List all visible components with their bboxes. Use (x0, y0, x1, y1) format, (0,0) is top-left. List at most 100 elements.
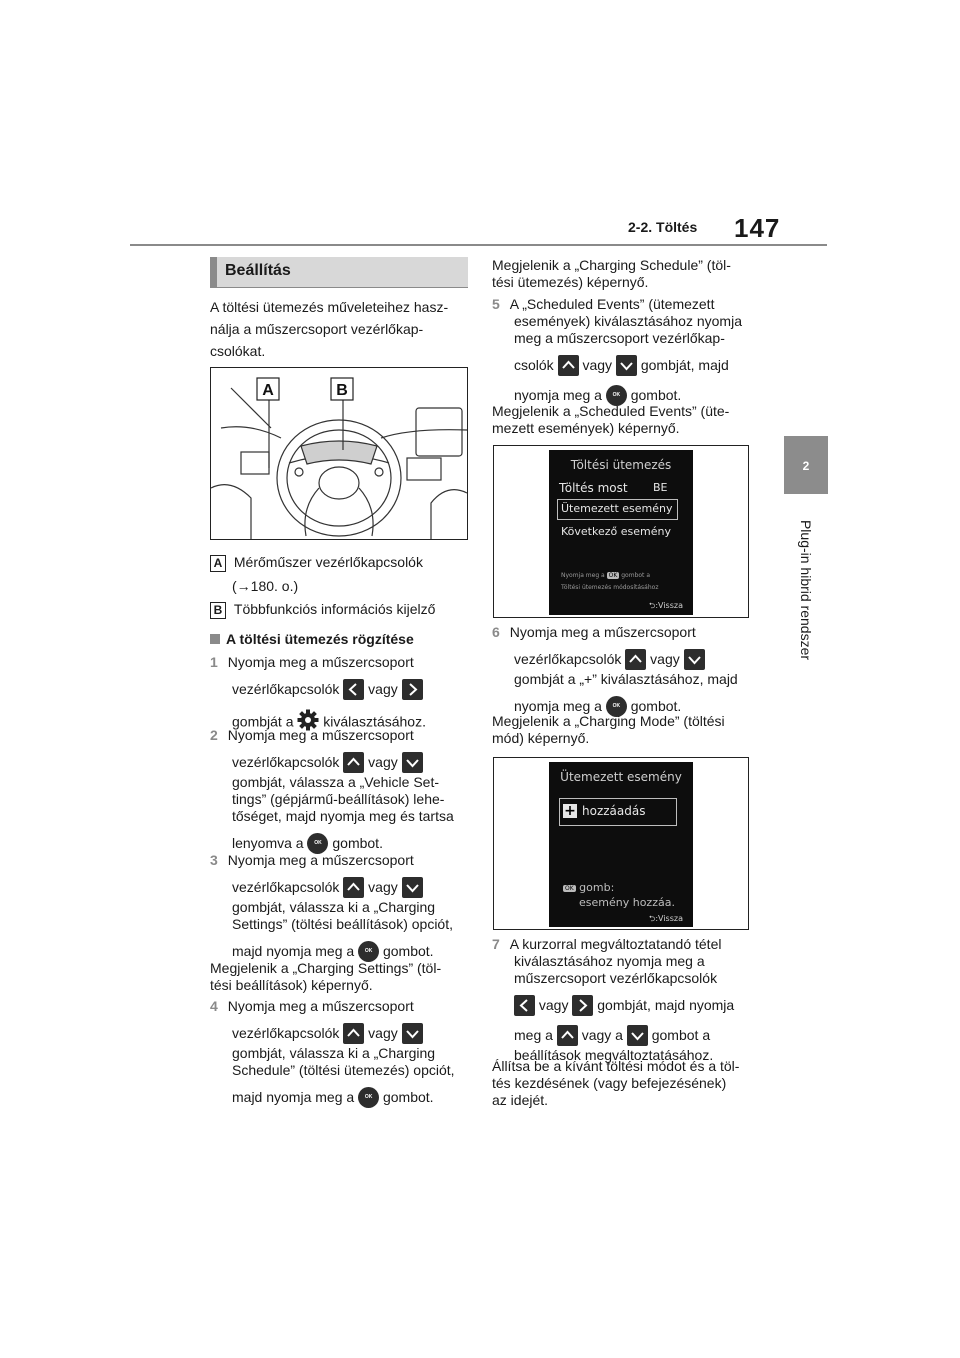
screen-hint-line-1: OK gomb: (563, 881, 614, 894)
page-number: 147 (734, 213, 781, 243)
step-text: Nyomja meg a műszercsoport (227, 852, 414, 868)
step-text: meg a (514, 1027, 553, 1044)
result-paragraph-6: Megjelenik a „Charging Mode” (töltési mó… (492, 713, 725, 747)
step-text: tőséget, majd nyomja meg és tartsa (232, 808, 454, 824)
ok-button-icon: OK (358, 1087, 380, 1108)
figure-label-b: B (336, 382, 348, 399)
legend-text: (→180. o.) (232, 578, 299, 594)
step-text: gombját, majd (640, 357, 729, 374)
chevron-up-icon (557, 355, 579, 376)
step-text: vezérlőkapcsolók (232, 1025, 340, 1042)
result-line: tési ütemezés) képernyő. (492, 274, 649, 290)
subheading: A töltési ütemezés rögzítése (210, 631, 414, 648)
step-number: 3 (210, 852, 218, 868)
screen-figure-2: Ütemezett esemény + hozzáadás OK gomb: e… (493, 757, 749, 930)
legend-key: B (210, 602, 226, 619)
step-text: gombot. (382, 943, 434, 960)
step-text: vezérlőkapcsolók (232, 681, 340, 698)
screen-hint-text: gomb: (579, 881, 615, 894)
result-line: tési beállítások) képernyő. (210, 977, 373, 993)
screen-figure-1: Töltési ütemezés Töltés most BE Ütemezet… (493, 445, 749, 618)
step-text: csolók (514, 357, 554, 374)
screen-back: ⮌:Vissza (649, 913, 683, 927)
step-text: gombot. (630, 387, 682, 404)
chevron-down-icon (401, 1023, 423, 1044)
step-text: műszercsoport vezérlőkapcsolók (514, 970, 718, 986)
step-text: Settings” (töltési beállítások) opciót, (232, 916, 453, 932)
step-number: 2 (210, 727, 218, 743)
result-line: mód) képernyő. (492, 730, 590, 746)
result-line: Megjelenik a „Charging Mode” (töltési (492, 713, 725, 729)
chevron-down-icon (401, 752, 423, 773)
section-heading-rule (210, 287, 468, 288)
step-text: nyomja meg a (514, 387, 602, 404)
step-text: A „Scheduled Events” (ütemezett (509, 296, 715, 312)
step-text: Nyomja meg a műszercsoport (509, 624, 696, 640)
step-text: Schedule” (töltési ütemezés) opciót, (232, 1062, 455, 1078)
result-line: az idejét. (492, 1092, 549, 1108)
chapter-tab-title-text: Plug-in hibrid rendszer (798, 519, 814, 661)
ok-button-icon: OK (307, 833, 329, 854)
ok-badge-icon: OK (563, 884, 576, 892)
step-text: gombját, majd nyomja (597, 997, 735, 1014)
add-event-item: + hozzáadás (559, 798, 677, 826)
legend-text: Mérőműszer vezérlőkapcsolók (233, 554, 423, 570)
step-text: vagy (650, 651, 680, 668)
step-text: beállítások megváltoztatásához. (514, 1047, 714, 1063)
menu-item-scheduled-event: Ütemezett esemény (561, 502, 673, 515)
ok-button-icon: OK (358, 941, 380, 962)
add-event-label: hozzáadás (582, 804, 646, 818)
chevron-up-icon (343, 1023, 365, 1044)
intro-paragraph: A töltési ütemezés műveleteihez hasz- ná… (210, 296, 448, 362)
steering-wheel-drawing: A B (210, 377, 468, 539)
chevron-left-icon (343, 679, 365, 700)
step-text: vagy (368, 879, 398, 896)
step-text: Nyomja meg a műszercsoport (227, 727, 414, 743)
figure-label-a: A (262, 382, 274, 399)
step-text: vagy a (581, 1027, 623, 1044)
result-line: Állítsa be a kívánt töltési módot és a t… (492, 1058, 740, 1074)
menu-item-value: BE (653, 481, 668, 494)
legend-item-a: A Mérőműszer vezérlőkapcsolók (→180. o.) (210, 554, 423, 595)
step-text: gombját, válassza ki a „Charging (232, 1045, 436, 1061)
chevron-left-icon (514, 995, 535, 1016)
chevron-up-icon (556, 1025, 578, 1046)
step-text: gombját a (232, 713, 294, 730)
chevron-right-icon (572, 995, 594, 1016)
legend-text: Többfunkciós információs kijelző (233, 601, 436, 617)
chevron-down-icon (683, 649, 705, 670)
menu-item-next-event: Következő esemény (561, 525, 671, 538)
step-text: gombot. (332, 835, 383, 852)
chevron-right-icon (401, 679, 423, 700)
step-text: gombot a (651, 1027, 711, 1044)
chapter-tab: 2 (784, 436, 828, 494)
step-text: vagy (368, 1025, 398, 1042)
plus-icon: + (563, 803, 577, 819)
step-text: majd nyomja meg a (232, 943, 355, 960)
screen-hint-line-1: Nyomja meg a OK gombot a (561, 572, 650, 579)
gear-icon (297, 709, 319, 735)
menu-item-charge-now: Töltés most (559, 481, 628, 495)
section-heading: Beállítás (210, 257, 468, 287)
screen-title: Töltési ütemezés (570, 458, 672, 472)
step-text: gombját a „+” kiválasztásához, majd (514, 671, 738, 687)
ok-badge-icon: OK (606, 572, 620, 579)
scheduled-event-screen: Ütemezett esemény + hozzáadás OK gomb: e… (549, 762, 693, 927)
step-text: Nyomja meg a műszercsoport (227, 998, 414, 1014)
step-text: vagy (538, 997, 569, 1014)
chevron-down-icon (615, 355, 637, 376)
screen-back-text: :Vissza (655, 601, 683, 610)
step-text: kiválasztásához. (323, 713, 426, 730)
legend-key: A (210, 555, 226, 572)
step-text: gombot. (382, 1089, 434, 1106)
section-title: 2-2. Töltés (628, 219, 698, 235)
screen-title: Ütemezett esemény (560, 770, 682, 784)
square-bullet-icon (210, 634, 220, 644)
screen-back-text: :Vissza (655, 914, 683, 923)
step-number: 1 (210, 654, 218, 670)
